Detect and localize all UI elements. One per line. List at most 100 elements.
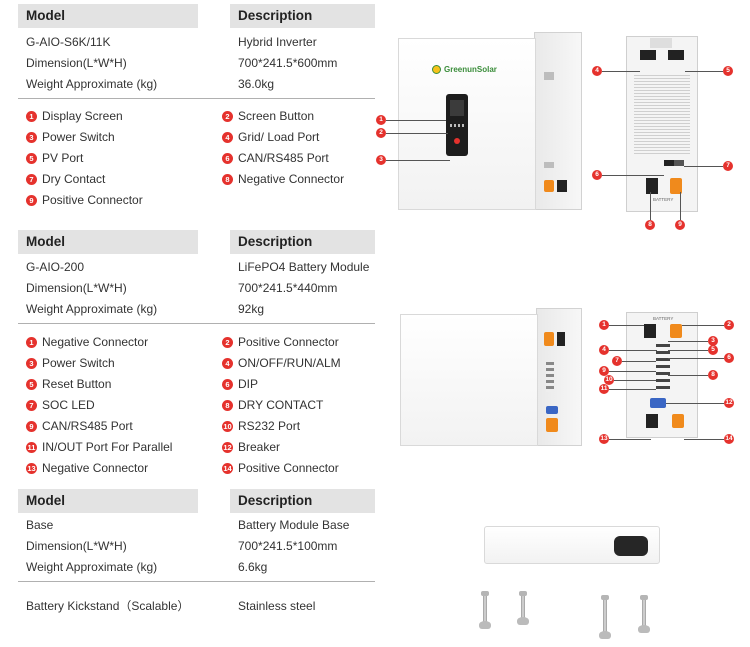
battery-callout-6: 6 <box>724 353 734 363</box>
feature-number-badge: 1 <box>26 336 37 348</box>
feature-number-badge: 1 <box>26 110 37 122</box>
inverter-model-value: Hybrid Inverter <box>238 35 317 49</box>
feature-label: Grid/ Load Port <box>238 130 320 144</box>
callout-line-1 <box>386 120 446 121</box>
battery-feature-10: 10 RS232 Port <box>222 418 300 434</box>
feature-label: Negative Connector <box>238 172 345 186</box>
inverter-weight-label: Weight Approximate (kg) <box>26 77 158 91</box>
battery-dimension-label: Dimension(L*W*H) <box>26 281 127 295</box>
callout-3: 3 <box>376 155 386 165</box>
kickstand-foot <box>517 617 529 625</box>
battery-weight-value: 92kg <box>238 302 265 316</box>
battery-callout-1: 1 <box>599 320 609 330</box>
feature-label: PV Port <box>42 151 84 165</box>
feature-number-badge: 10 <box>222 420 233 432</box>
callout-9: 9 <box>675 220 685 230</box>
inverter-weight-value: 36.0kg <box>238 77 275 91</box>
battery-callout-10: 10 <box>604 375 614 385</box>
battery-back-controls <box>656 344 670 390</box>
battery-back-negative-top <box>644 324 656 338</box>
feature-number-badge: 4 <box>222 131 233 143</box>
back-dry-contact <box>674 160 684 166</box>
feature-label: Power Switch <box>42 356 115 370</box>
battery-callout-4: 4 <box>599 345 609 355</box>
callout-line-3 <box>386 160 450 161</box>
side-orange-connector <box>544 180 554 192</box>
battery-dimension-value: 700*241.5*440mm <box>238 281 338 295</box>
feature-label: RS232 Port <box>238 419 301 433</box>
inverter-feature-9: 9 Positive Connector <box>26 192 143 208</box>
back-negative-connector <box>646 178 658 194</box>
kickstand-bolt-head <box>640 595 648 600</box>
kickstand-bolt-head <box>519 591 527 596</box>
feature-label: Negative Connector <box>42 335 149 349</box>
kickstand-foot <box>599 631 611 639</box>
feature-number-badge: 9 <box>26 420 37 432</box>
battery-callout-12: 12 <box>724 398 734 408</box>
kickstand-shaft <box>521 596 525 618</box>
kickstand-bolt-head <box>601 595 609 600</box>
battery-top-orange-connector <box>544 332 554 346</box>
feature-label: Positive Connector <box>42 193 143 207</box>
feature-number-badge: 12 <box>222 441 233 453</box>
callout-8: 8 <box>645 220 655 230</box>
feature-label: Display Screen <box>42 109 123 123</box>
callout-line-5 <box>685 71 723 72</box>
battery-back-positive-top <box>670 324 682 338</box>
feature-number-badge: 8 <box>222 399 233 411</box>
battery-callout-line-11 <box>609 389 656 390</box>
kickstand-image-4 <box>637 595 651 635</box>
battery-feature-8: 8 DRY CONTACT <box>222 397 323 413</box>
feature-number-badge: 13 <box>26 462 37 474</box>
brand-name: GreenunSolar <box>444 65 497 74</box>
back-top-terminals-right <box>668 50 684 60</box>
side-black-connector <box>557 180 567 192</box>
battery-callout-line-1 <box>609 325 644 326</box>
feature-label: Reset Button <box>42 377 112 391</box>
inverter-model-header: Model <box>18 4 198 28</box>
battery-side-panel <box>536 308 582 446</box>
feature-number-badge: 11 <box>26 441 37 453</box>
inverter-model-label: G-AIO-S6K/11K <box>26 35 111 49</box>
inverter-brand-logo: GreenunSolar <box>432 65 497 74</box>
feature-label: ON/OFF/RUN/ALM <box>238 356 341 370</box>
battery-back-image: BATTERY <box>626 312 698 440</box>
battery-ports-column <box>546 362 554 392</box>
feature-label: Negative Connector <box>42 461 149 475</box>
battery-bottom-orange-connector <box>546 418 558 432</box>
battery-callout-5: 5 <box>708 345 718 355</box>
battery-callout-line-5 <box>668 350 708 351</box>
feature-label: DRY CONTACT <box>238 398 324 412</box>
kickstand-foot <box>638 625 650 633</box>
feature-number-badge: 3 <box>26 131 37 143</box>
feature-label: CAN/RS485 Port <box>238 151 329 165</box>
base-dimension-label: Dimension(L*W*H) <box>26 539 127 553</box>
kickstand-image-2 <box>516 591 530 627</box>
battery-description-header: Description <box>230 230 375 254</box>
callout-7: 7 <box>723 161 733 171</box>
feature-number-badge: 9 <box>26 194 37 206</box>
battery-callout-14: 14 <box>724 434 734 444</box>
battery-callout-line-7 <box>622 361 656 362</box>
screen-button-row <box>450 124 464 127</box>
battery-callout-7: 7 <box>612 356 622 366</box>
feature-label: Power Switch <box>42 130 115 144</box>
base-model-label: Base <box>26 518 54 532</box>
battery-back-positive-bottom <box>672 414 684 428</box>
feature-number-badge: 2 <box>222 336 233 348</box>
feature-number-badge: 3 <box>26 357 37 369</box>
battery-breaker <box>546 406 558 414</box>
battery-feature-13: 13 Negative Connector <box>26 460 148 476</box>
back-battery-label: BATTERY <box>653 197 674 202</box>
battery-callout-8: 8 <box>708 370 718 380</box>
base-handle-slot <box>614 536 648 556</box>
callout-line-9 <box>680 192 681 220</box>
battery-callout-line-3 <box>668 341 708 342</box>
feature-number-badge: 5 <box>26 378 37 390</box>
